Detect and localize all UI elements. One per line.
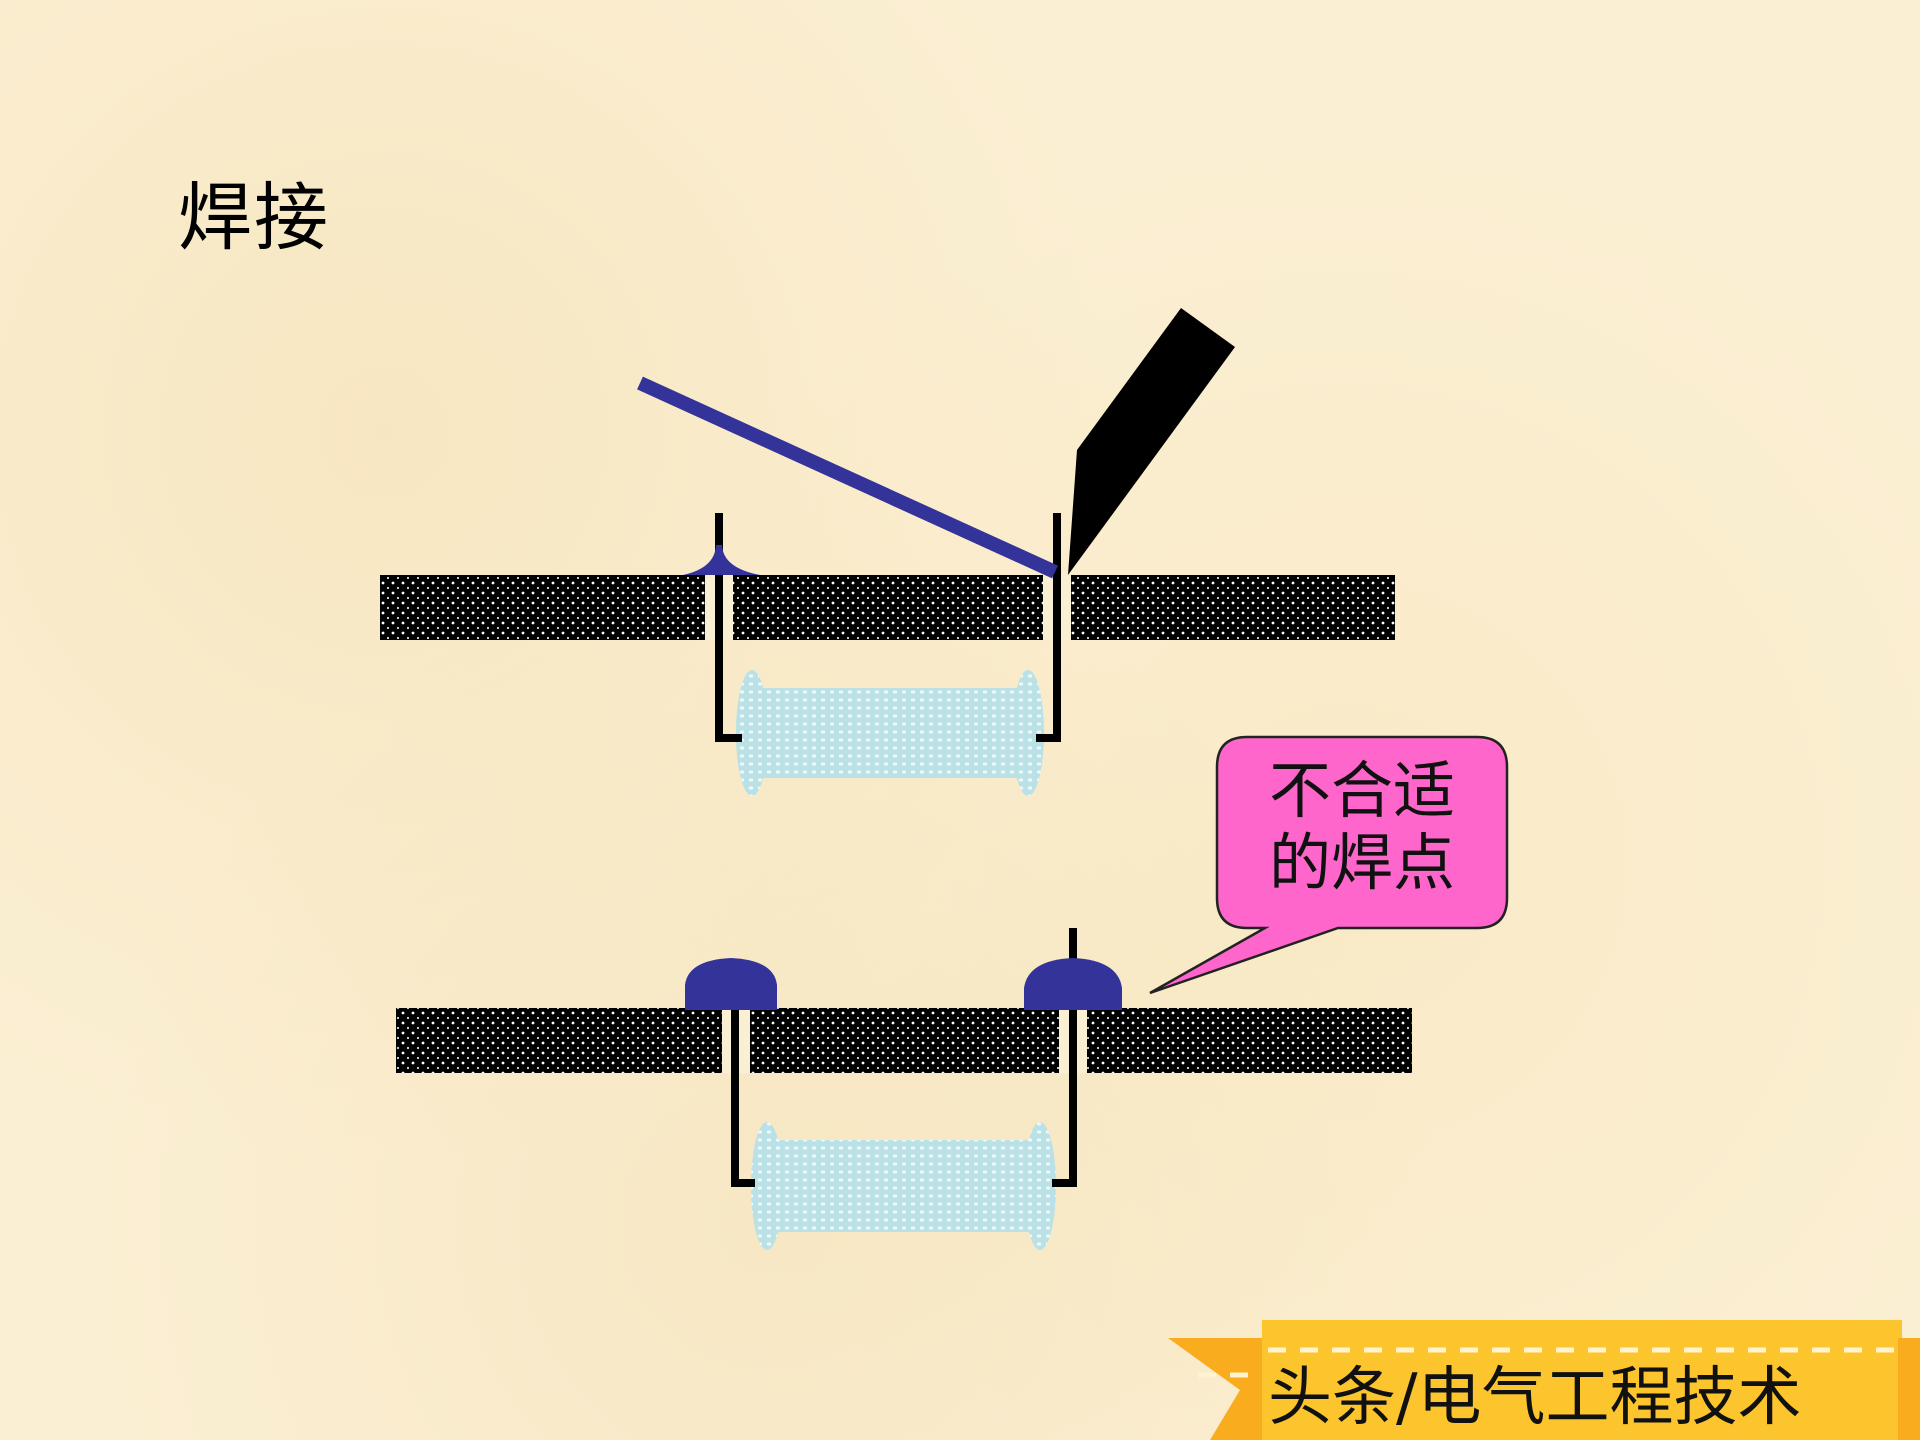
solder-wire [637, 376, 1058, 579]
callout-line-2: 的焊点 [1268, 826, 1455, 899]
solder-blob-left [685, 958, 777, 1010]
pcb-board-bottom [396, 1008, 1412, 1073]
lead-right-bottom [1052, 928, 1077, 1187]
lead-left-top [715, 513, 742, 742]
soldering-iron-tip [1068, 308, 1235, 575]
bottom-panel [396, 928, 1412, 1250]
callout-line-1: 不合适 [1268, 754, 1455, 827]
lead-right-top [1036, 513, 1061, 742]
resistor-body-top [736, 670, 1044, 796]
solder-fillet-good [683, 545, 760, 575]
resistor-body-bottom [751, 1122, 1056, 1250]
watermark-banner [1168, 1320, 1920, 1440]
slide-title: 焊接 [178, 175, 330, 261]
callout-bubble [1149, 735, 1509, 995]
watermark-text: 头条/电气工程技术 [1268, 1361, 1802, 1435]
lead-left-bottom [731, 1008, 755, 1187]
pcb-board-top [380, 575, 1395, 640]
top-panel [380, 308, 1395, 796]
callout-text: 不合适 的焊点 [1217, 755, 1507, 899]
solder-blob-right [1024, 958, 1122, 1010]
